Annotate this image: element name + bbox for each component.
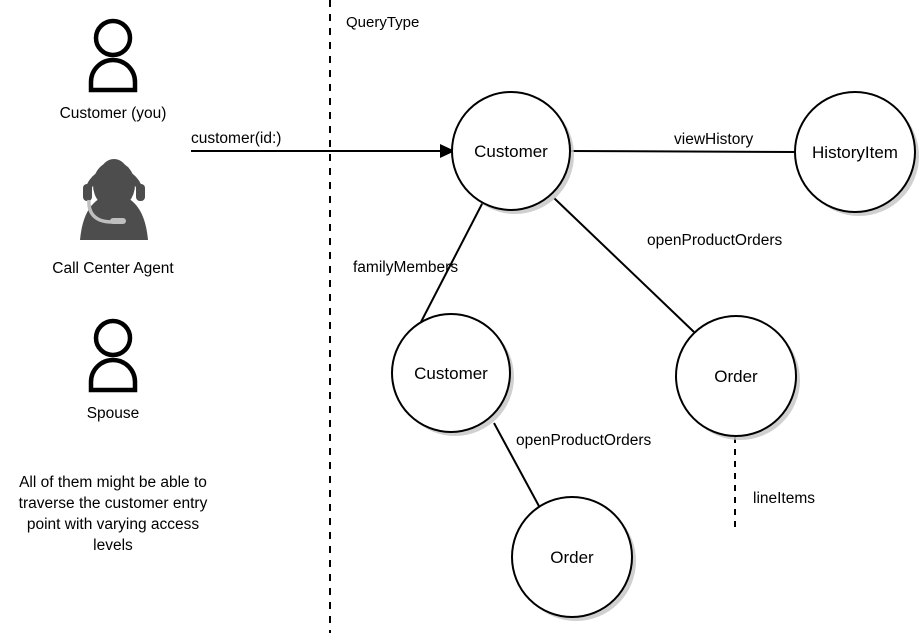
- note-line-1: All of them might be able to: [19, 474, 207, 491]
- node-label-customer-family: Customer: [414, 364, 488, 383]
- headset-agent-icon-earcup-right: [136, 184, 145, 201]
- node-circle[interactable]: [451, 91, 571, 211]
- node-circle[interactable]: [391, 313, 511, 433]
- person-icon-body: [88, 357, 138, 393]
- edge-label-viewhistory: viewHistory: [674, 131, 753, 148]
- arrowhead-icon: [440, 144, 455, 158]
- edge-openproductorders-top-line: [553, 197, 695, 333]
- actor-label-customer-you: Customer (you): [60, 105, 167, 122]
- access-levels-note: All of them might be able to traverse th…: [19, 474, 208, 554]
- person-icon-head: [93, 18, 133, 58]
- headset-agent-icon-torso: [80, 194, 148, 240]
- edge-customer-entry: customer(id:): [191, 130, 455, 158]
- node-customer-family[interactable]: Customer: [391, 313, 514, 436]
- edge-label-customer-entry: customer(id:): [191, 130, 281, 147]
- actor-label-spouse: Spouse: [87, 405, 140, 422]
- note-line-3: point with varying access: [27, 516, 200, 533]
- person-icon-body: [88, 57, 138, 93]
- actor-spouse: Spouse: [87, 318, 140, 422]
- headset-agent-icon-face: [101, 159, 127, 200]
- node-order-right[interactable]: Order: [675, 315, 800, 440]
- actor-call-center-agent: Call Center Agent: [52, 159, 174, 277]
- edge-openproductorders-bottom-line: [493, 422, 541, 509]
- note-line-4: levels: [93, 537, 133, 554]
- edge-label-lineitems: lineItems: [753, 490, 815, 507]
- edge-label-openproductorders-bottom: openProductOrders: [516, 432, 652, 449]
- node-label-order-right: Order: [714, 367, 758, 386]
- node-order-bottom[interactable]: Order: [511, 496, 636, 621]
- node-label-customer-root: Customer: [474, 142, 548, 161]
- edge-label-familymembers: familyMembers: [353, 259, 458, 276]
- headset-agent-icon-boom: [87, 199, 113, 224]
- node-circle[interactable]: [511, 496, 633, 618]
- headset-agent-icon-earcup-left: [83, 184, 92, 201]
- edge-label-openproductorders-top: openProductOrders: [647, 232, 783, 249]
- node-customer-root[interactable]: Customer: [451, 91, 574, 214]
- edge-viewhistory-line: [569, 150, 797, 153]
- node-circle[interactable]: [675, 315, 797, 437]
- edge-familymembers-line: [420, 201, 484, 323]
- node-label-historyitem: HistoryItem: [812, 143, 898, 162]
- actor-label-call-center-agent: Call Center Agent: [52, 260, 174, 277]
- headset-agent-icon-mic: [110, 218, 126, 224]
- node-historyitem[interactable]: HistoryItem: [794, 91, 919, 216]
- node-circle[interactable]: [794, 91, 916, 213]
- note-line-2: traverse the customer entry: [19, 495, 208, 512]
- section-label-querytype: QueryType: [346, 14, 419, 31]
- person-icon-head: [93, 318, 133, 358]
- actor-customer-you: Customer (you): [60, 18, 167, 122]
- node-label-order-bottom: Order: [550, 548, 594, 567]
